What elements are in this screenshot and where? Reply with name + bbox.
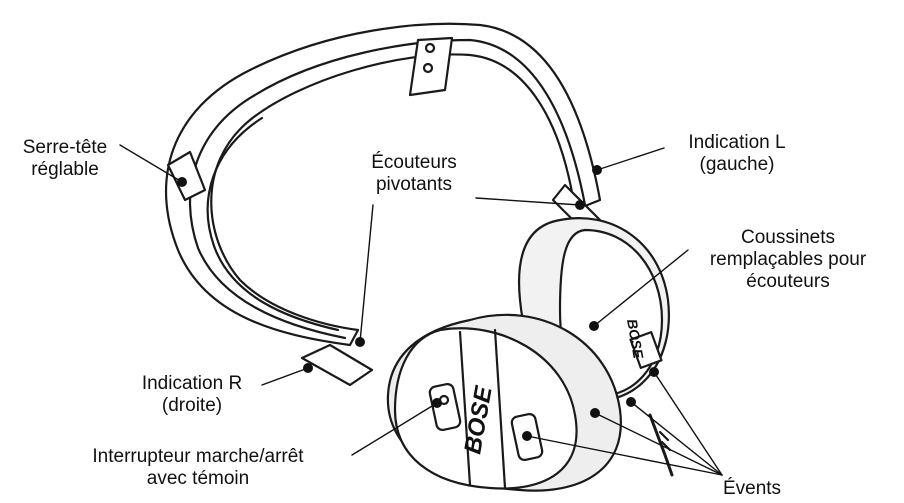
label-swivel-cups-line2: pivotants bbox=[375, 174, 453, 195]
cable bbox=[648, 413, 674, 477]
headband bbox=[165, 22, 602, 347]
power-switch bbox=[428, 383, 462, 431]
label-ear-cushions-line1: Coussinets bbox=[741, 227, 835, 248]
label-power-switch-line2: avec témoin bbox=[146, 468, 250, 489]
label-ear-cushions-line3: écouteurs bbox=[746, 271, 830, 292]
label-right-indicator-line2: (droite) bbox=[161, 395, 223, 416]
label-headband: Serre-tête réglable bbox=[4, 137, 126, 181]
label-power-switch-line1: Interrupteur marche/arrêt bbox=[92, 446, 304, 467]
label-ear-cushions-line2: remplaçables pour bbox=[709, 249, 867, 270]
label-right-indicator-line1: Indication R bbox=[141, 373, 243, 394]
label-right-indicator: Indication R (droite) bbox=[122, 373, 262, 417]
label-left-indicator-line2: (gauche) bbox=[699, 154, 775, 175]
label-headband-line1: Serre-tête bbox=[22, 137, 108, 158]
label-headband-line2: réglable bbox=[31, 159, 99, 180]
logo-back: BOSE bbox=[624, 318, 647, 361]
label-swivel-cups-line1: Écouteurs bbox=[371, 152, 457, 173]
label-power-switch: Interrupteur marche/arrêt avec témoin bbox=[42, 446, 354, 490]
label-swivel-cups: Écouteurs pivotants bbox=[348, 152, 480, 196]
label-left-indicator-line1: Indication L bbox=[688, 132, 786, 153]
label-left-indicator: Indication L (gauche) bbox=[662, 132, 812, 176]
label-vents-line1: Évents bbox=[722, 478, 782, 499]
label-ear-cushions: Coussinets remplaçables pour écouteurs bbox=[690, 227, 886, 293]
label-vents: Évents bbox=[712, 478, 792, 500]
